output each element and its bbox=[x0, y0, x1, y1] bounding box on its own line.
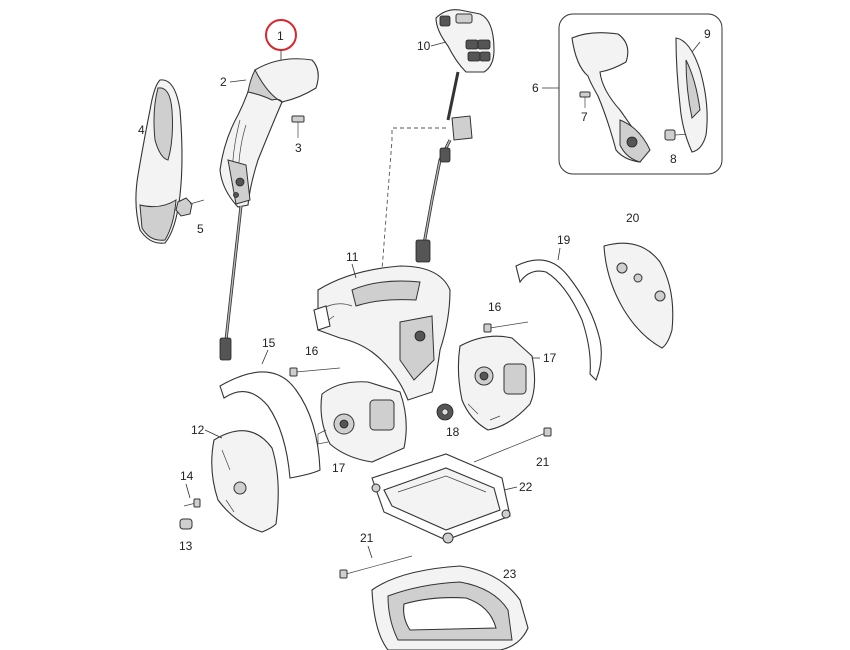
callout-20[interactable]: 20 bbox=[626, 211, 640, 225]
callout-1[interactable]: 1 bbox=[277, 29, 284, 43]
callout-4[interactable]: 4 bbox=[138, 123, 145, 137]
motor-17-left[interactable] bbox=[317, 381, 407, 463]
control-handle-part[interactable] bbox=[219, 58, 319, 208]
callout-8[interactable]: 8 bbox=[670, 152, 677, 166]
callout-15[interactable]: 15 bbox=[262, 336, 276, 350]
callout-17-right[interactable]: 17 bbox=[543, 351, 557, 365]
callout-9[interactable]: 9 bbox=[704, 27, 711, 41]
left-cover-plate[interactable] bbox=[211, 430, 279, 533]
rod-21-right[interactable] bbox=[473, 427, 552, 463]
detail-screw-7[interactable] bbox=[579, 91, 591, 108]
detail-handle[interactable] bbox=[571, 32, 651, 163]
side-cover-part[interactable] bbox=[135, 79, 183, 244]
central-housing[interactable] bbox=[313, 265, 451, 401]
callout-16-left[interactable]: 16 bbox=[305, 344, 319, 358]
mounting-frame-22[interactable] bbox=[371, 453, 511, 544]
detail-box-6 bbox=[558, 13, 723, 175]
right-cover-plate[interactable] bbox=[603, 242, 674, 349]
callout-22[interactable]: 22 bbox=[519, 480, 533, 494]
callout-10[interactable]: 10 bbox=[417, 39, 431, 53]
bolt-5[interactable] bbox=[175, 197, 205, 217]
callout-16-right[interactable]: 16 bbox=[488, 300, 502, 314]
callout-7[interactable]: 7 bbox=[581, 110, 588, 124]
callout-17-left[interactable]: 17 bbox=[332, 461, 346, 475]
screw-14[interactable] bbox=[183, 498, 201, 508]
callout-6[interactable]: 6 bbox=[532, 81, 539, 95]
callout-3[interactable]: 3 bbox=[295, 141, 302, 155]
callout-14[interactable]: 14 bbox=[180, 469, 194, 483]
screw-3[interactable] bbox=[291, 115, 305, 138]
callout-21-bottom[interactable]: 21 bbox=[360, 531, 374, 545]
callout-5[interactable]: 5 bbox=[197, 222, 204, 236]
motor-17-right[interactable] bbox=[457, 335, 536, 431]
cap-13[interactable] bbox=[179, 518, 193, 530]
dashed-leader bbox=[381, 127, 446, 271]
handle-connector bbox=[219, 337, 232, 361]
rod-21-bottom[interactable] bbox=[339, 555, 413, 579]
pin-16-left[interactable] bbox=[289, 367, 341, 377]
curved-shield-15[interactable] bbox=[219, 371, 321, 479]
pin-16-right[interactable] bbox=[483, 321, 529, 333]
callout-21-right[interactable]: 21 bbox=[536, 455, 550, 469]
gear-18[interactable] bbox=[436, 403, 454, 421]
detail-cover-9[interactable] bbox=[675, 37, 708, 153]
callout-19[interactable]: 19 bbox=[557, 233, 571, 247]
callout-23[interactable]: 23 bbox=[503, 567, 517, 581]
callout-13[interactable]: 13 bbox=[179, 539, 193, 553]
top-control-unit[interactable] bbox=[415, 9, 495, 263]
base-tray-23[interactable] bbox=[371, 565, 529, 650]
callout-12[interactable]: 12 bbox=[191, 423, 205, 437]
curved-shield-19[interactable] bbox=[515, 259, 602, 381]
callout-11[interactable]: 11 bbox=[346, 250, 359, 264]
callout-18[interactable]: 18 bbox=[446, 425, 460, 439]
callout-2[interactable]: 2 bbox=[220, 75, 227, 89]
